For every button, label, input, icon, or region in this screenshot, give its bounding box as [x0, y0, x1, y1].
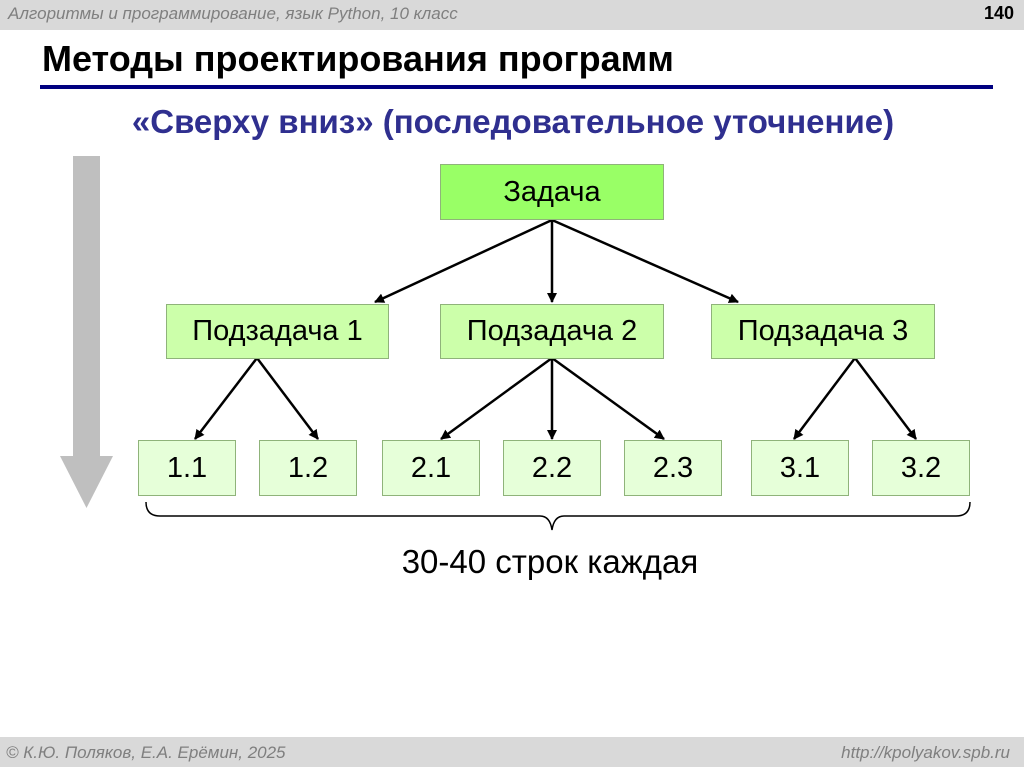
subtask-box-1: Подзадача 1 [166, 304, 389, 359]
footer-bar: © К.Ю. Поляков, Е.А. Ерёмин, 2025 http:/… [0, 737, 1024, 767]
leaf-box-3-1: 3.1 [751, 440, 849, 496]
leaf-box-3-2: 3.2 [872, 440, 970, 496]
leaf-label: 1.2 [287, 451, 329, 484]
leaf-box-1-1: 1.1 [138, 440, 236, 496]
slide-title: Методы проектирования программ [42, 38, 674, 79]
root-task-box: Задача [440, 164, 664, 220]
subtask-label: Подзадача 2 [466, 315, 638, 347]
curly-brace [145, 501, 971, 531]
leaf-label: 3.1 [779, 451, 821, 484]
root-task-label: Задача [503, 175, 601, 208]
page-number: 140 [983, 3, 1014, 23]
leaf-label: 3.2 [900, 451, 942, 484]
slide-subtitle: «Сверху вниз» (последовательное уточнени… [131, 103, 895, 140]
subtask-label: Подзадача 3 [737, 315, 909, 347]
title-divider [40, 85, 993, 89]
subtask-label: Подзадача 1 [192, 315, 363, 347]
leaf-label: 2.1 [410, 451, 452, 484]
copyright-text: © К.Ю. Поляков, Е.А. Ерёмин, 2025 [6, 743, 286, 762]
website-link[interactable]: http://kpolyakov.spb.ru [841, 743, 1010, 762]
leaf-box-2-2: 2.2 [503, 440, 601, 496]
leaf-label: 2.3 [652, 451, 694, 484]
leaf-box-2-1: 2.1 [382, 440, 480, 496]
leaf-label: 1.1 [166, 451, 208, 484]
leaf-box-1-2: 1.2 [259, 440, 357, 496]
arrow-down-icon [60, 156, 113, 508]
lines-caption: 30-40 строк каждая [401, 543, 699, 580]
leaf-label: 2.2 [531, 451, 573, 484]
subtask-box-3: Подзадача 3 [711, 304, 935, 359]
header-bar: Алгоритмы и программирование, язык Pytho… [0, 0, 1024, 30]
subtask-box-2: Подзадача 2 [440, 304, 664, 359]
course-title: Алгоритмы и программирование, язык Pytho… [8, 4, 458, 23]
leaf-box-2-3: 2.3 [624, 440, 722, 496]
